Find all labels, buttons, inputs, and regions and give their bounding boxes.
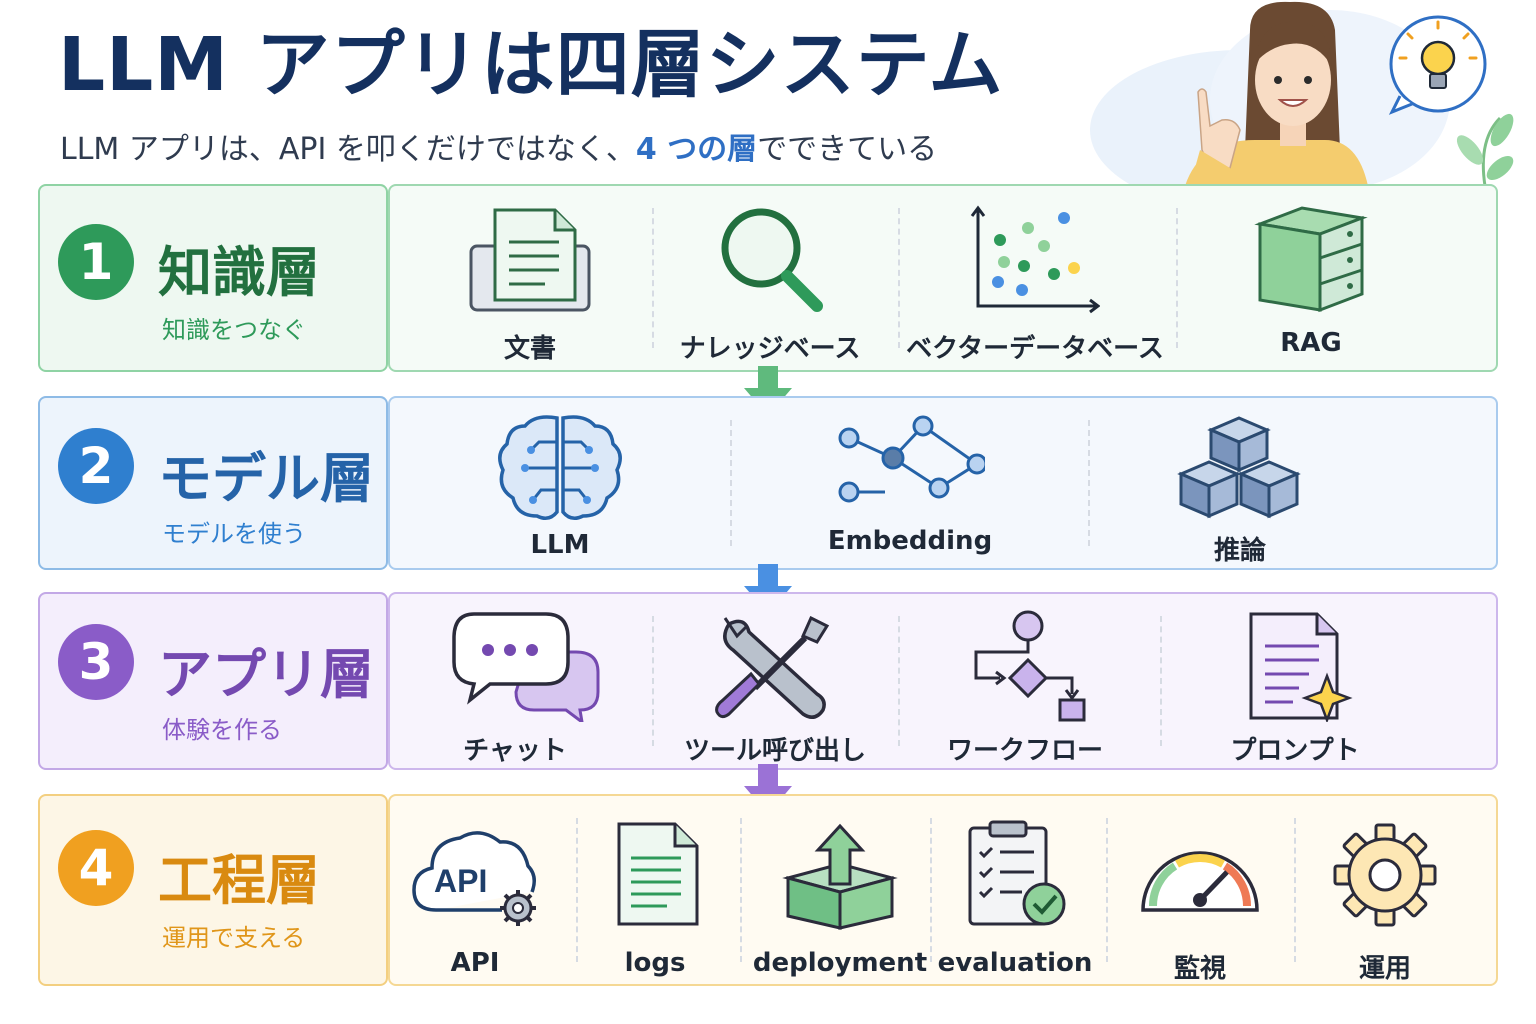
divider bbox=[1088, 420, 1090, 546]
divider bbox=[1106, 818, 1108, 962]
item-label-deployment: deployment bbox=[752, 948, 928, 978]
server-cube-icon bbox=[1254, 206, 1368, 313]
wrench-screwdriver-icon bbox=[715, 615, 830, 719]
divider bbox=[898, 616, 900, 746]
down-arrow-2 bbox=[744, 564, 792, 614]
item-knowledge-base: ナレッジベース bbox=[680, 204, 860, 364]
scatter-plot-icon bbox=[970, 205, 1100, 314]
stacked-cubes-icon bbox=[1177, 416, 1301, 519]
item-label-monitoring: 監視 bbox=[1173, 954, 1227, 984]
item-deployment: deployment bbox=[753, 820, 927, 980]
item-label-workflow: ワークフロー bbox=[946, 736, 1104, 766]
divider bbox=[898, 208, 900, 348]
item-rag: RAG bbox=[1246, 204, 1376, 364]
item-label-prompt: プロンプト bbox=[1230, 736, 1360, 766]
subtitle-before: LLM アプリは、API を叩くだけではなく、 bbox=[60, 132, 636, 167]
layer-engineering: 4 工程層 運用で支える API API logs bbox=[38, 794, 1498, 986]
item-tool-calling: ツール呼び出し bbox=[684, 610, 866, 766]
layer-2-name: モデル層 bbox=[158, 447, 374, 510]
item-logs: logs bbox=[590, 820, 720, 980]
down-arrow-1 bbox=[744, 366, 792, 416]
flowchart-icon bbox=[974, 610, 1086, 722]
item-inference: 推論 bbox=[1170, 412, 1310, 566]
divider bbox=[1294, 818, 1296, 962]
divider bbox=[1160, 616, 1162, 746]
item-label-vector-database: ベクターデータベース bbox=[906, 334, 1164, 364]
item-label-evaluation: evaluation bbox=[937, 948, 1093, 978]
prompt-document-icon bbox=[1249, 612, 1353, 722]
deploy-box-icon bbox=[782, 823, 898, 930]
item-llm: LLM bbox=[490, 412, 630, 562]
clipboard-check-icon bbox=[968, 820, 1066, 926]
item-label-inference: 推論 bbox=[1213, 536, 1267, 566]
divider bbox=[576, 818, 578, 962]
item-embedding: Embedding bbox=[827, 412, 993, 562]
divider bbox=[652, 208, 654, 348]
item-prompt: プロンプト bbox=[1230, 610, 1360, 766]
item-api: API API bbox=[410, 820, 540, 980]
layer-3-items-panel: チャット ツール呼び出し ワークフロー bbox=[388, 592, 1498, 770]
down-arrow-3 bbox=[744, 764, 792, 814]
item-label-embedding: Embedding bbox=[827, 526, 993, 556]
item-label-rag: RAG bbox=[1280, 328, 1342, 358]
divider bbox=[652, 616, 654, 746]
layer-app: 3 アプリ層 体験を作る チャット ツール呼び出し bbox=[38, 592, 1498, 770]
layer-3-name: アプリ層 bbox=[158, 643, 374, 706]
layer-knowledge: 1 知識層 知識をつなぐ 文書 ナレッジベース bbox=[38, 184, 1498, 372]
item-chat: チャット bbox=[450, 610, 600, 766]
item-monitoring: 監視 bbox=[1130, 820, 1270, 984]
item-workflow: ワークフロー bbox=[947, 610, 1103, 766]
subtitle-highlight: 4 つの層 bbox=[635, 132, 758, 167]
item-label-api: API bbox=[450, 948, 500, 978]
item-label-knowledge-base: ナレッジベース bbox=[679, 334, 861, 364]
layer-2-label-panel: 2 モデル層 モデルを使う bbox=[38, 396, 388, 570]
brain-circuit-icon bbox=[498, 415, 622, 520]
gauge-icon bbox=[1141, 851, 1259, 912]
layer-4-number-badge: 4 bbox=[58, 830, 134, 906]
item-label-operations: 運用 bbox=[1358, 954, 1412, 984]
item-label-chat: チャット bbox=[463, 736, 567, 766]
magnifier-icon bbox=[721, 208, 823, 312]
item-evaluation: evaluation bbox=[938, 820, 1092, 980]
gear-icon bbox=[1333, 823, 1437, 927]
divider bbox=[930, 818, 932, 962]
layer-4-label-panel: 4 工程層 運用で支える bbox=[38, 794, 388, 986]
layer-4-items-panel: API API logs depl bbox=[388, 794, 1498, 986]
page-title: LLM アプリは四層システム bbox=[58, 22, 1004, 108]
item-operations: 運用 bbox=[1320, 820, 1450, 984]
layer-3-subtitle: 体験を作る bbox=[162, 716, 282, 744]
layer-3-label-panel: 3 アプリ層 体験を作る bbox=[38, 592, 388, 770]
node-graph-icon bbox=[838, 415, 985, 503]
item-label-llm: LLM bbox=[530, 530, 590, 560]
document-stack-icon bbox=[469, 208, 591, 312]
divider bbox=[1176, 208, 1178, 348]
divider bbox=[740, 818, 742, 962]
layer-1-name: 知識層 bbox=[158, 241, 320, 304]
layer-2-number-badge: 2 bbox=[58, 428, 134, 504]
api-icon-text: API bbox=[434, 863, 487, 899]
layer-2-subtitle: モデルを使う bbox=[162, 520, 306, 548]
subtitle-after: でできている bbox=[757, 132, 938, 167]
layer-4-name: 工程層 bbox=[158, 849, 320, 912]
layer-model: 2 モデル層 モデルを使う LLM bbox=[38, 396, 1498, 570]
layer-1-subtitle: 知識をつなぐ bbox=[162, 316, 306, 344]
divider bbox=[730, 420, 732, 546]
layer-1-label-panel: 1 知識層 知識をつなぐ bbox=[38, 184, 388, 372]
item-label-documents: 文書 bbox=[503, 334, 557, 364]
log-file-icon bbox=[617, 822, 699, 926]
page-subtitle: LLM アプリは、API を叩くだけではなく、4 つの層でできている bbox=[60, 124, 937, 168]
layer-1-number-badge: 1 bbox=[58, 224, 134, 300]
layer-1-items-panel: 文書 ナレッジベース ベクターデータベース bbox=[388, 184, 1498, 372]
presenter-illustration bbox=[1090, 1, 1514, 186]
item-vector-database: ベクターデータベース bbox=[906, 204, 1164, 364]
layer-4-subtitle: 運用で支える bbox=[162, 924, 306, 952]
api-cloud-gear-icon: API bbox=[412, 831, 536, 926]
item-documents: 文書 bbox=[460, 204, 600, 364]
item-label-logs: logs bbox=[624, 948, 686, 978]
layer-3-number-badge: 3 bbox=[58, 624, 134, 700]
chat-bubbles-icon bbox=[452, 612, 600, 722]
item-label-tool-calling: ツール呼び出し bbox=[683, 736, 867, 766]
layer-2-items-panel: LLM Embedding bbox=[388, 396, 1498, 570]
